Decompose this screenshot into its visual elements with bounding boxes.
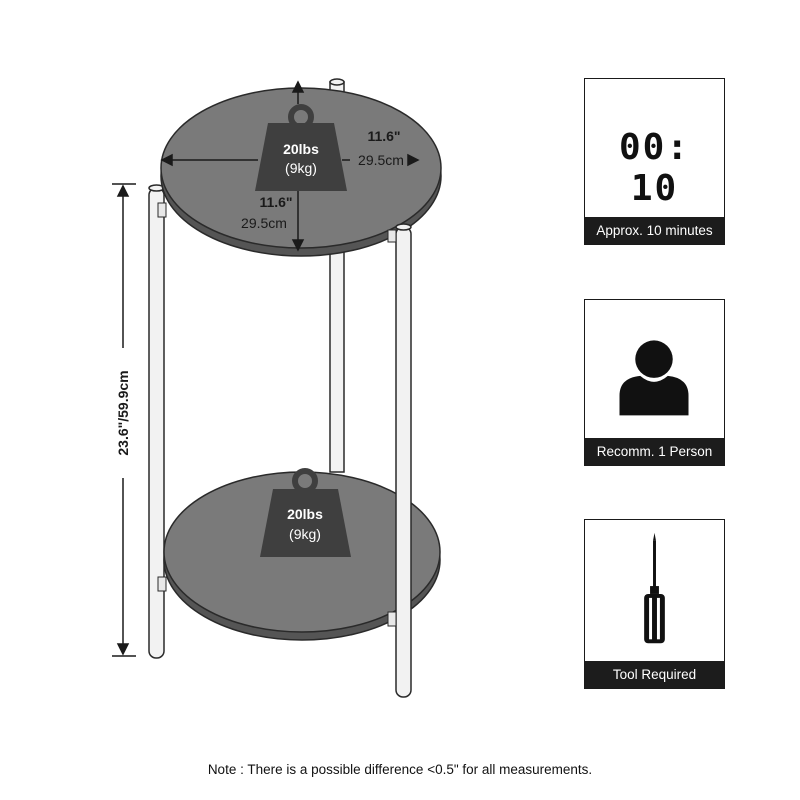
measurement-note: Note : There is a possible difference <0… <box>207 762 593 777</box>
screwdriver-icon <box>644 532 665 644</box>
height-label: 23.6"/59.9cm <box>115 370 131 455</box>
people-required-card: Recomm. 1 Person <box>584 299 725 466</box>
front-right-leg <box>395 223 412 698</box>
person-icon <box>619 340 689 416</box>
top-width-cm: 29.5cm <box>358 152 404 168</box>
height-dimension-arrow <box>112 183 136 657</box>
top-shelf-load-weight-metric: (9kg) <box>285 160 317 176</box>
top-depth-cm: 29.5cm <box>241 215 287 231</box>
assembly-time-card: 00: 10 Approx. 10 minutes <box>584 78 725 245</box>
top-weight-icon <box>255 104 347 191</box>
tool-required-card: Tool Required <box>584 519 725 689</box>
top-shelf-load-weight: 20lbs <box>283 141 319 157</box>
depth-dimension-arrow <box>291 80 305 252</box>
assembly-time-label: Approx. 10 minutes <box>585 217 724 244</box>
timer-icon: 00: 10 <box>618 127 691 209</box>
bottom-shelf-load-weight-metric: (9kg) <box>289 526 321 542</box>
top-depth-inches: 11.6" <box>259 194 292 210</box>
shelf-brackets <box>157 202 397 627</box>
top-width-inches: 11.6" <box>367 128 400 144</box>
bottom-weight-icon <box>260 468 351 557</box>
bottom-shelf-load-weight: 20lbs <box>287 506 323 522</box>
people-required-label: Recomm. 1 Person <box>585 438 724 465</box>
tool-required-label: Tool Required <box>585 661 724 688</box>
width-dimension-arrow <box>160 153 420 167</box>
